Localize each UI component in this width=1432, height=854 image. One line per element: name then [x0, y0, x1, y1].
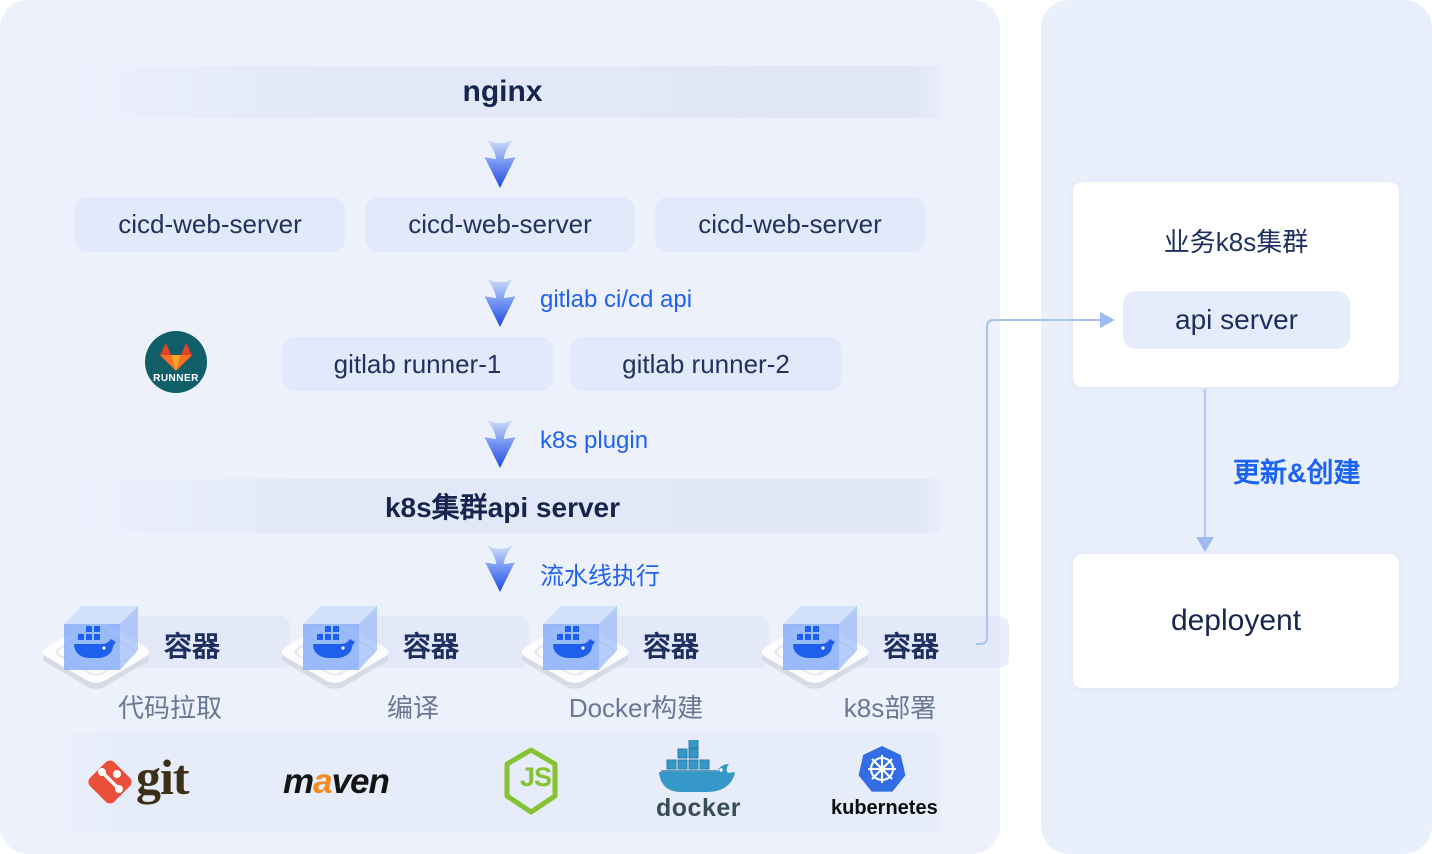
gitlab-runner-label: gitlab runner-1 — [333, 348, 502, 379]
container-cube-icon — [281, 606, 389, 689]
maven-letter-a: a — [313, 762, 332, 801]
cicd-web-server-label: cicd-web-server — [408, 209, 592, 239]
maven-wordmark: maven — [283, 762, 390, 802]
container-cube-icon — [42, 606, 150, 689]
maven-letter: m — [283, 762, 314, 801]
container-label: 容器 — [883, 631, 940, 662]
arrow-down-icon — [485, 544, 515, 592]
gitlab-runner-box-2: gitlab runner-2 — [570, 337, 842, 391]
container-cube-icon — [761, 606, 869, 689]
git-icon — [88, 760, 132, 804]
docker-wordmark: docker — [656, 794, 741, 822]
nginx-band: nginx — [65, 66, 940, 118]
k8s-band-label: k8s集群api server — [384, 492, 621, 523]
pipeline-label: 流水线执行 — [540, 563, 660, 590]
nginx-label: nginx — [462, 75, 543, 108]
arrow-down-icon — [484, 277, 516, 327]
gitlab-runner-box-1: gitlab runner-1 — [282, 337, 553, 391]
nodejs-js-letters: JS — [520, 762, 552, 792]
step-caption-code-pull: 代码拉取 — [117, 693, 223, 723]
step-caption-docker-build: Docker构建 — [568, 693, 704, 723]
arrow-down-icon — [484, 138, 516, 188]
cicd-web-server-box-2: cicd-web-server — [365, 197, 635, 252]
business-k8s-cluster-box — [1072, 181, 1400, 388]
kubernetes-wordmark: kubernetes — [831, 797, 938, 819]
maven-letters: ven — [331, 762, 390, 801]
business-cluster-title: 业务k8s集群 — [1163, 227, 1309, 257]
k8s-api-server-band: k8s集群api server — [65, 479, 940, 533]
update-create-label: 更新&创建 — [1233, 458, 1361, 488]
api-server-box: api server — [1123, 291, 1350, 349]
gitlab-api-label: gitlab ci/cd api — [540, 286, 693, 313]
cicd-pipeline-panel: nginx cicd-web-server cicd-web-server ci… — [0, 0, 1009, 854]
arrow-down-icon — [484, 418, 516, 468]
gitlab-runner-label: gitlab runner-2 — [622, 348, 790, 379]
business-cluster-panel — [1041, 0, 1432, 854]
cicd-web-server-box-3: cicd-web-server — [655, 197, 925, 252]
step-caption-k8s-deploy: k8s部署 — [843, 693, 937, 723]
gitlab-tanuki-icon — [145, 331, 207, 393]
deployment-label: deployent — [1170, 604, 1302, 637]
container-label: 容器 — [164, 631, 221, 662]
container-cube-icon — [521, 606, 629, 689]
container-label: 容器 — [643, 631, 700, 662]
deployment-box: deployent — [1072, 553, 1400, 689]
api-server-label: api server — [1175, 304, 1298, 335]
step-caption-compile: 编译 — [386, 693, 440, 723]
cicd-web-server-label: cicd-web-server — [698, 209, 882, 239]
container-label: 容器 — [403, 631, 460, 662]
runner-badge: RUNNER — [153, 373, 199, 384]
kubernetes-icon — [858, 746, 906, 792]
k8s-plugin-label: k8s plugin — [540, 427, 649, 454]
docker-whale-icon — [659, 740, 735, 792]
nodejs-icon — [504, 747, 558, 815]
cicd-web-server-box-1: cicd-web-server — [75, 197, 345, 252]
git-wordmark: git — [136, 749, 190, 805]
cicd-web-server-label: cicd-web-server — [118, 209, 302, 239]
gitlab-runner-icon: RUNNER — [145, 331, 207, 393]
